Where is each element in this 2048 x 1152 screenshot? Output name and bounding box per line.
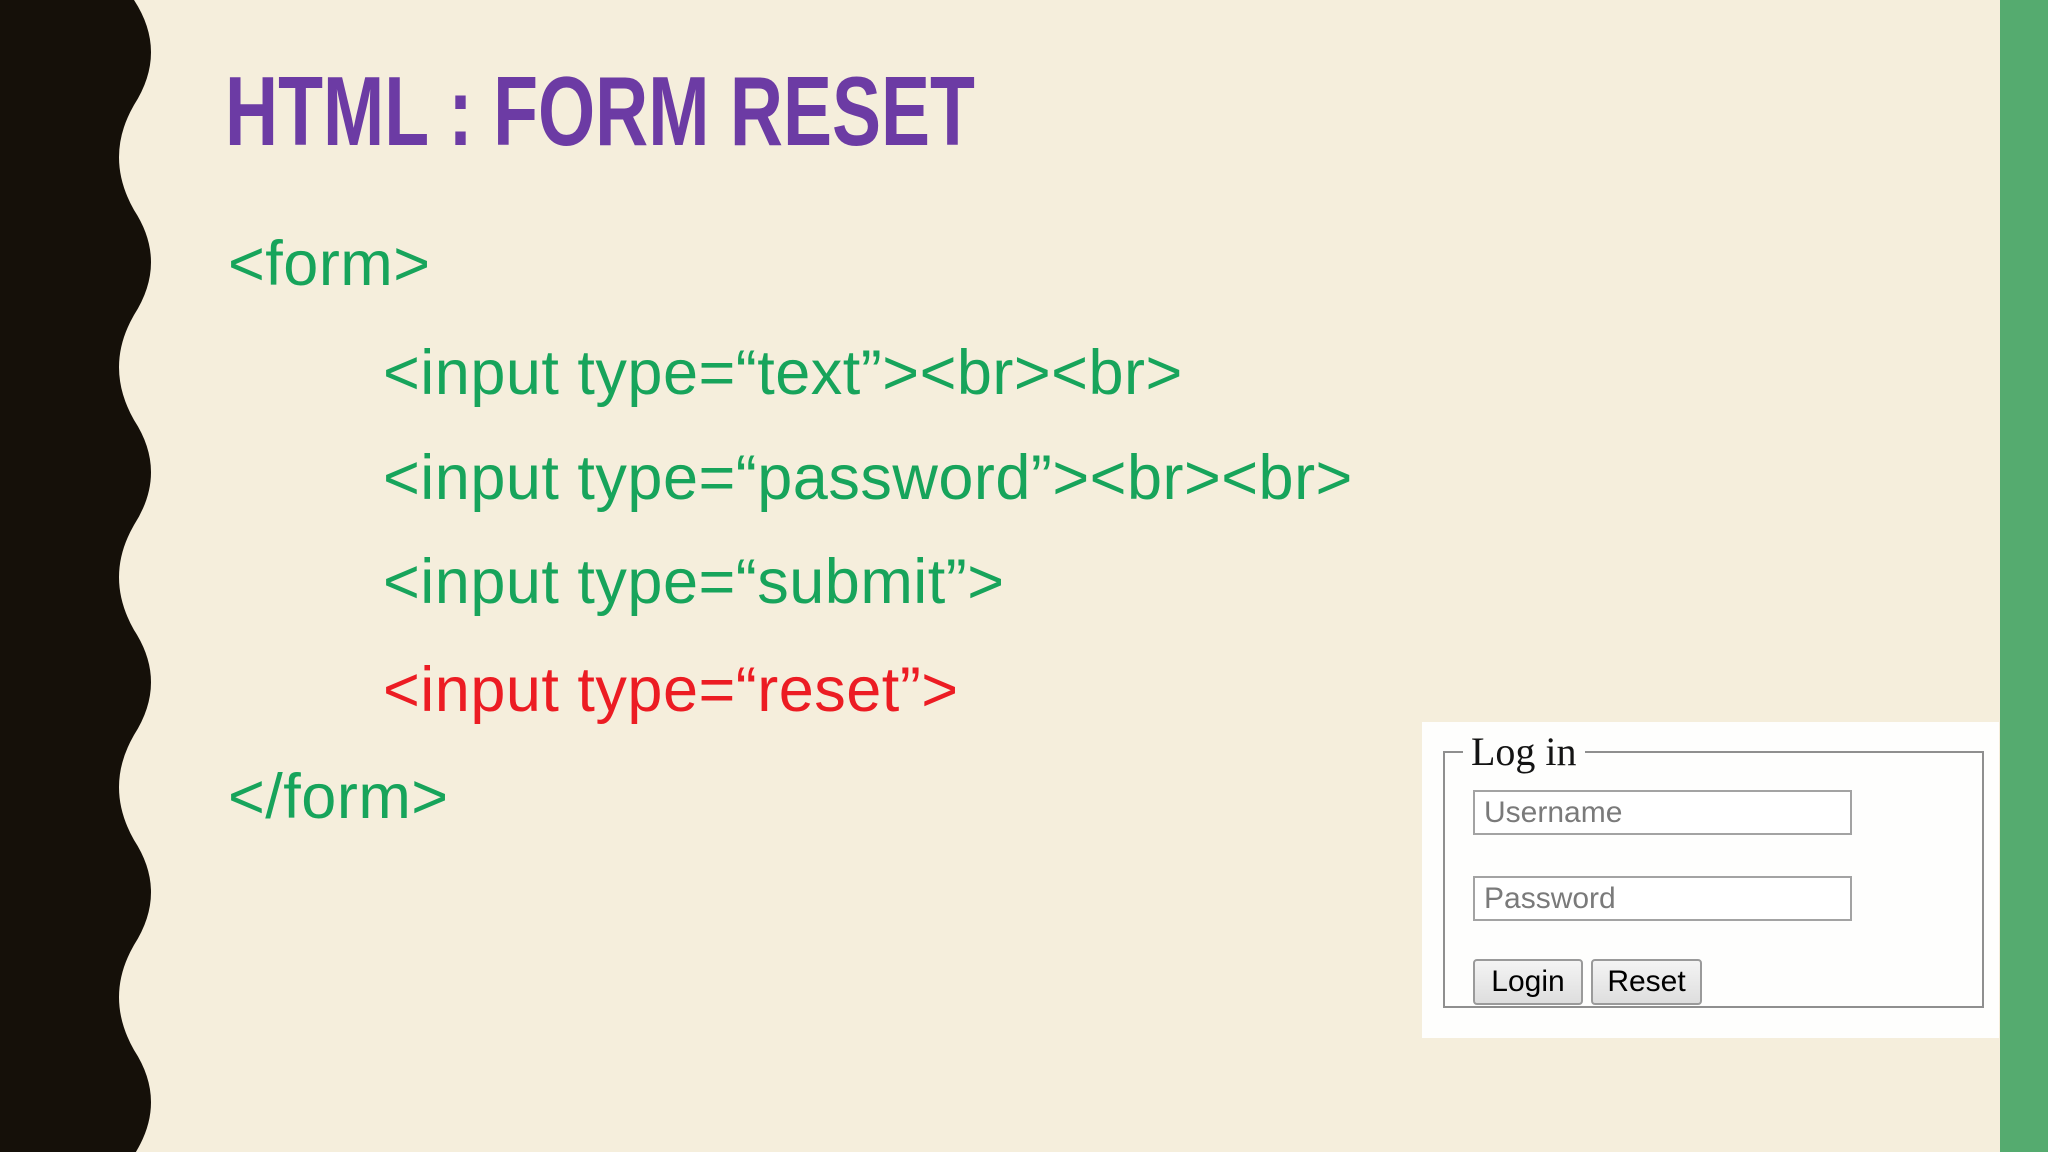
code-line-input-text: <input type=“text”><br><br> <box>383 338 1183 408</box>
password-input[interactable] <box>1473 876 1852 921</box>
login-fieldset: Log in Login Reset <box>1443 732 1984 1008</box>
code-line-form-open: <form> <box>228 229 431 299</box>
code-line-form-close: </form> <box>228 762 449 832</box>
username-input[interactable] <box>1473 790 1852 835</box>
left-wave-decoration <box>0 0 200 1152</box>
right-accent-strip <box>2000 0 2048 1152</box>
reset-button[interactable]: Reset <box>1591 959 1702 1005</box>
login-legend: Log in <box>1471 729 1577 774</box>
slide-title: HTML : FORM RESET <box>225 56 975 166</box>
code-line-input-submit: <input type=“submit”> <box>383 547 1005 617</box>
login-demo-panel: Log in Login Reset <box>1422 722 1999 1038</box>
code-line-input-password: <input type=“password”><br><br> <box>383 443 1353 513</box>
code-line-input-reset: <input type=“reset”> <box>383 655 959 725</box>
login-button[interactable]: Login <box>1473 959 1583 1005</box>
